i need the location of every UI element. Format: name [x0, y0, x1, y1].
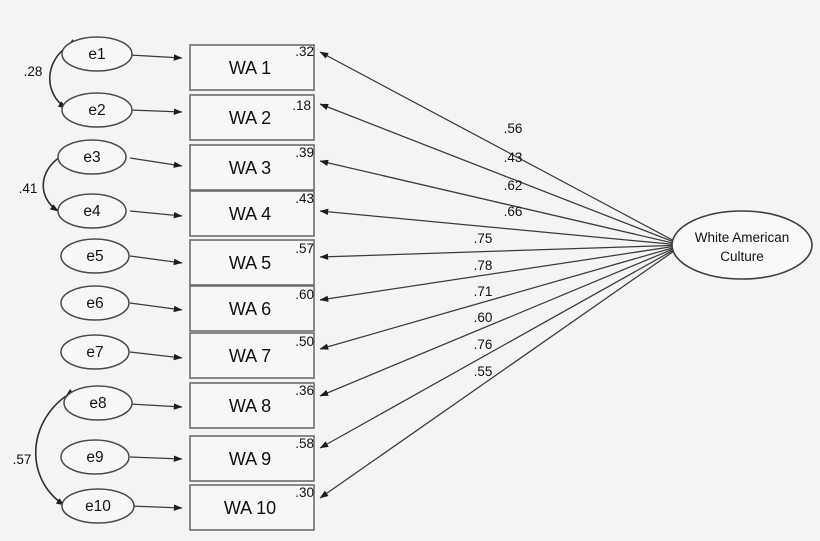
residual-value-wa2: .18 [292, 98, 311, 113]
latent-ellipse-white-american-culture[interactable] [671, 210, 813, 280]
loading-value-5: .75 [474, 231, 493, 246]
residual-value-wa8: .36 [295, 383, 314, 398]
indicator-label-wa8: WA 8 [229, 396, 271, 416]
loading-value-8: .60 [474, 310, 493, 325]
error-label-e2: e2 [88, 102, 105, 119]
residual-value-wa5: .57 [295, 241, 314, 256]
indicator-box-wa2[interactable] [189, 94, 315, 141]
indicator-box-wa5[interactable] [189, 239, 315, 286]
indicator-box-wa8[interactable] [189, 382, 315, 429]
indicator-label-wa5: WA 5 [229, 253, 271, 273]
indicator-label-wa9: WA 9 [229, 449, 271, 469]
loading-value-2: .43 [504, 150, 523, 165]
indicator-box-wa4[interactable] [189, 190, 315, 237]
indicator-label-wa3: WA 3 [229, 158, 271, 178]
loading-value-4: .66 [504, 204, 523, 219]
latent-label-line2: Culture [720, 249, 764, 264]
loading-edge-wa10 [319, 247, 679, 499]
correlation-curve-e1-e2 [48, 39, 77, 109]
error-node-e8[interactable] [63, 385, 133, 421]
error-node-e7[interactable] [60, 334, 130, 370]
error-label-e9: e9 [86, 449, 103, 466]
error-edge-e9 [129, 455, 183, 462]
loading-edge-wa2 [319, 103, 679, 245]
error-edge-e5 [129, 255, 183, 266]
error-edge-e1 [129, 54, 183, 61]
loading-edge-wa4 [319, 208, 679, 246]
error-edge-e10 [129, 504, 183, 511]
indicator-label-wa2: WA 2 [229, 108, 271, 128]
error-edge-e4 [129, 210, 183, 219]
latent-node[interactable]: White American Culture [671, 210, 813, 280]
error-node-e4[interactable] [57, 193, 127, 229]
error-label-e3: e3 [83, 149, 100, 166]
loading-value-3: .62 [504, 178, 523, 193]
loading-value-1: .56 [504, 121, 523, 136]
loading-value-6: .78 [474, 258, 493, 273]
residual-value-wa7: .50 [295, 334, 314, 349]
correlation-value-e1-e2: .28 [24, 64, 43, 79]
loading-edge-wa6 [319, 245, 679, 302]
error-node-e1[interactable] [61, 36, 133, 72]
error-label-e7: e7 [86, 344, 103, 361]
correlation-curve-e8-e10 [35, 388, 75, 506]
error-edge-e2 [129, 108, 183, 115]
latent-label-line1: White American [695, 230, 790, 245]
error-edge-e8 [129, 403, 183, 410]
residual-value-wa3: .39 [295, 145, 314, 160]
error-edge-e7 [129, 351, 183, 361]
indicator-box-wa10[interactable] [189, 484, 315, 531]
loading-edge-wa5 [319, 244, 679, 260]
error-node-e3[interactable] [57, 139, 127, 175]
correlation-curve-e3-e4 [42, 150, 69, 212]
loading-value-9: .76 [474, 337, 493, 352]
error-nodes: e1 e2 e3 e4 e5 e6 e7 e8 e9 e10 [57, 36, 135, 524]
error-node-e6[interactable] [60, 285, 130, 321]
indicator-box-wa3[interactable] [189, 144, 315, 191]
error-edges [129, 54, 183, 511]
error-label-e1: e1 [88, 46, 105, 63]
error-node-e10[interactable] [61, 488, 135, 524]
residual-values: .32 .18 .39 .43 .57 .60 .50 .36 .58 .30 [292, 44, 314, 500]
error-label-e4: e4 [83, 203, 101, 220]
error-label-e8: e8 [89, 395, 106, 412]
indicator-label-wa4: WA 4 [229, 204, 271, 224]
indicator-box-wa7[interactable] [189, 332, 315, 379]
loading-edge-wa1 [319, 51, 679, 244]
indicator-label-wa7: WA 7 [229, 346, 271, 366]
loading-values: .56 .43 .62 .66 .75 .78 .71 .60 .76 .55 [474, 121, 523, 379]
correlation-values: .28 .41 .57 [13, 64, 43, 467]
loading-edge-wa3 [319, 159, 679, 245]
loading-edge-wa9 [319, 247, 679, 449]
loading-value-7: .71 [474, 284, 493, 299]
error-edge-e3 [129, 157, 183, 168]
indicator-box-wa9[interactable] [189, 435, 315, 482]
error-node-e5[interactable] [60, 238, 130, 274]
error-node-e9[interactable] [60, 439, 130, 475]
correlation-curves [35, 39, 77, 506]
indicator-label-wa1: WA 1 [229, 58, 271, 78]
error-label-e6: e6 [86, 295, 103, 312]
error-label-e10: e10 [85, 498, 111, 515]
error-label-e5: e5 [86, 248, 103, 265]
loading-edge-wa7 [319, 245, 679, 350]
correlation-value-e3-e4: .41 [19, 181, 38, 196]
indicator-box-wa6[interactable] [189, 285, 315, 332]
error-edge-e6 [129, 302, 183, 313]
residual-value-wa6: .60 [295, 287, 314, 302]
indicator-label-wa6: WA 6 [229, 299, 271, 319]
loading-edges [319, 51, 679, 499]
residual-value-wa1: .32 [295, 44, 314, 59]
residual-value-wa9: .58 [295, 436, 314, 451]
indicator-nodes: WA 1 WA 2 WA 3 WA 4 WA 5 WA 6 WA 7 WA 8 … [189, 44, 315, 531]
residual-value-wa4: .43 [295, 191, 314, 206]
loading-value-10: .55 [474, 364, 493, 379]
indicator-label-wa10: WA 10 [224, 498, 276, 518]
correlation-value-e8-e10: .57 [13, 452, 32, 467]
residual-value-wa10: .30 [295, 485, 314, 500]
indicator-box-wa1[interactable] [189, 44, 315, 91]
loading-edge-wa8 [319, 246, 679, 397]
error-node-e2[interactable] [61, 92, 133, 128]
